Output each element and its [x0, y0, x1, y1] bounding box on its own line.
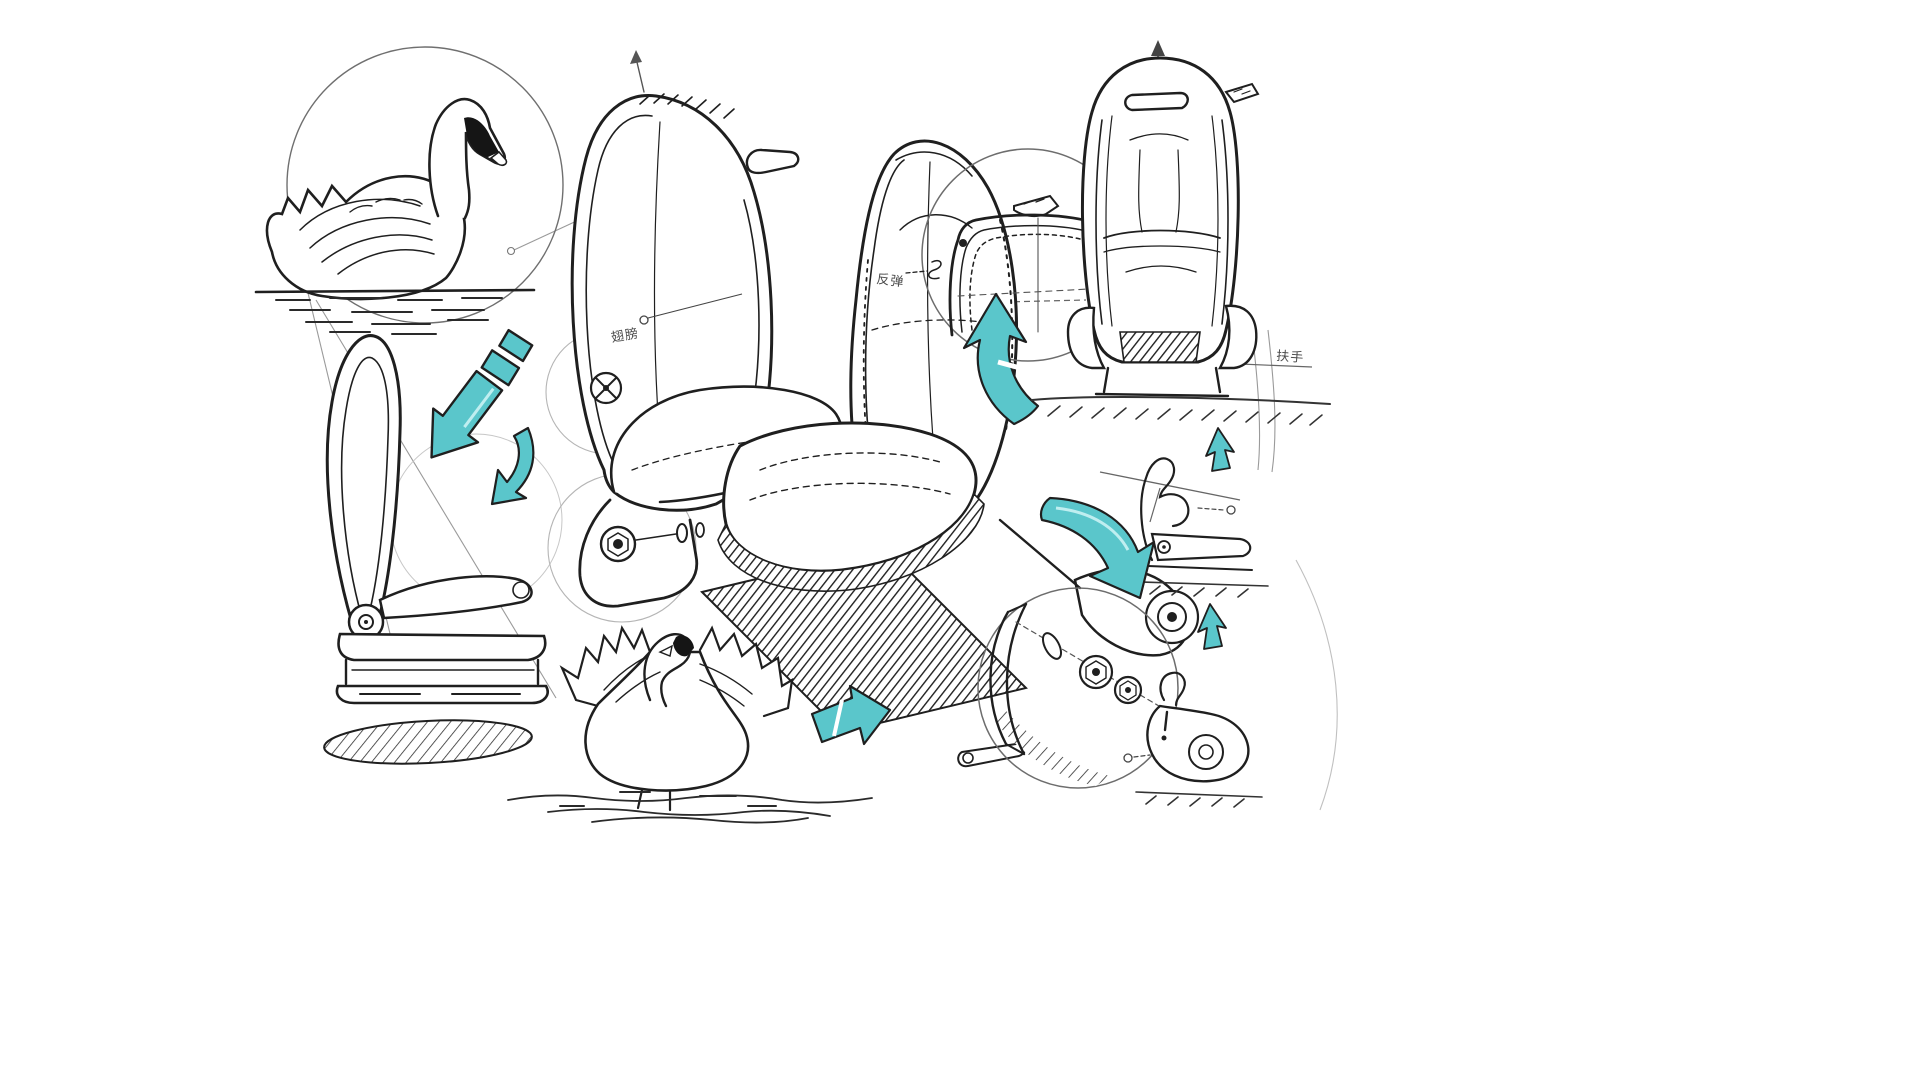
armrest-end-cap — [512, 581, 530, 599]
deck-seam — [631, 431, 825, 471]
beak — [658, 644, 673, 657]
swan-floating-reference — [254, 46, 564, 335]
backrest-inner — [340, 356, 390, 619]
shell-body — [1146, 704, 1250, 783]
seat-shadow — [323, 719, 533, 765]
seat-base-rail — [335, 684, 549, 705]
swan-wing-feathers — [299, 198, 435, 275]
under-seat-opening — [1119, 331, 1201, 363]
rebound-note-text: 反弹 — [876, 272, 906, 290]
right-wing — [698, 625, 794, 718]
shadow-hatch — [996, 706, 1110, 786]
armrest-left — [1066, 306, 1107, 370]
mini-ground — [1135, 791, 1263, 808]
armrest — [378, 575, 533, 620]
ground-scribble — [507, 794, 873, 824]
seat-side-view — [323, 334, 549, 765]
shoulder-seam — [1103, 229, 1221, 239]
ground-hatching — [1047, 405, 1323, 426]
backrest-left-inner — [585, 114, 653, 461]
corner-outline — [948, 213, 1094, 337]
backrest-outline — [325, 334, 402, 638]
bracket-arc-outer — [989, 610, 1010, 746]
mini-seat-profile-upper — [1139, 457, 1269, 598]
annotation-rebound: 反弹 — [876, 272, 906, 290]
swan-beak — [489, 150, 508, 167]
water-reflection — [275, 297, 503, 335]
center-seam — [653, 121, 661, 431]
seat-quarter-back-view — [570, 50, 843, 608]
wing-feathering — [603, 655, 753, 707]
detail-circle — [977, 587, 1179, 789]
seat-front-view — [1031, 40, 1331, 426]
armrest-note-text: 扶手 — [1276, 349, 1305, 366]
teal-arrow-right — [810, 684, 892, 746]
headrest-slot — [1124, 91, 1189, 112]
mini-seat-profile-lower — [1123, 671, 1263, 808]
swan-face-patch — [464, 117, 499, 157]
teal-arrow-curved-small — [490, 426, 535, 506]
corner-stitching — [969, 233, 1081, 331]
ground-line — [1031, 396, 1331, 405]
cushion-side-band — [717, 492, 985, 592]
seat-quarter-front-view — [717, 139, 1200, 768]
headrest-lever — [1013, 194, 1060, 218]
teal-arrow-curved-down-right — [1039, 496, 1156, 600]
armrest-right — [1217, 304, 1258, 370]
top-hatching — [639, 93, 735, 119]
teal-arrow-down-left — [430, 328, 534, 459]
water-line — [254, 288, 536, 294]
detail-circle-recliner-mechanism — [977, 587, 1179, 789]
base-bracket — [578, 498, 699, 608]
mini-cushion — [1150, 532, 1252, 562]
teal-arrow-up-small-1 — [1205, 427, 1235, 472]
hook-backrest — [1159, 671, 1186, 707]
wing-note-text: 翅膀 — [610, 325, 640, 346]
mini-ground — [1139, 581, 1269, 598]
detail-circle-backrest-corner — [905, 148, 1135, 362]
left-wing — [559, 625, 652, 708]
headrest-slot — [745, 148, 800, 175]
bracket-arc-inner — [1005, 602, 1028, 756]
backrest-outline — [1080, 56, 1240, 364]
annotation-armrest: 扶手 — [1276, 349, 1305, 366]
leader-squiggle — [927, 259, 942, 280]
annotation-wing: 翅膀 — [610, 293, 743, 346]
swan-standing-reference — [507, 625, 873, 824]
teal-arrow-up-small-2 — [1197, 603, 1227, 650]
seat-base-upper — [337, 632, 547, 662]
face-patch — [673, 635, 694, 657]
swan-neck-backrest — [1140, 457, 1190, 562]
headrest-tag — [1224, 82, 1260, 104]
teal-arrow-curved-up — [962, 292, 1040, 426]
